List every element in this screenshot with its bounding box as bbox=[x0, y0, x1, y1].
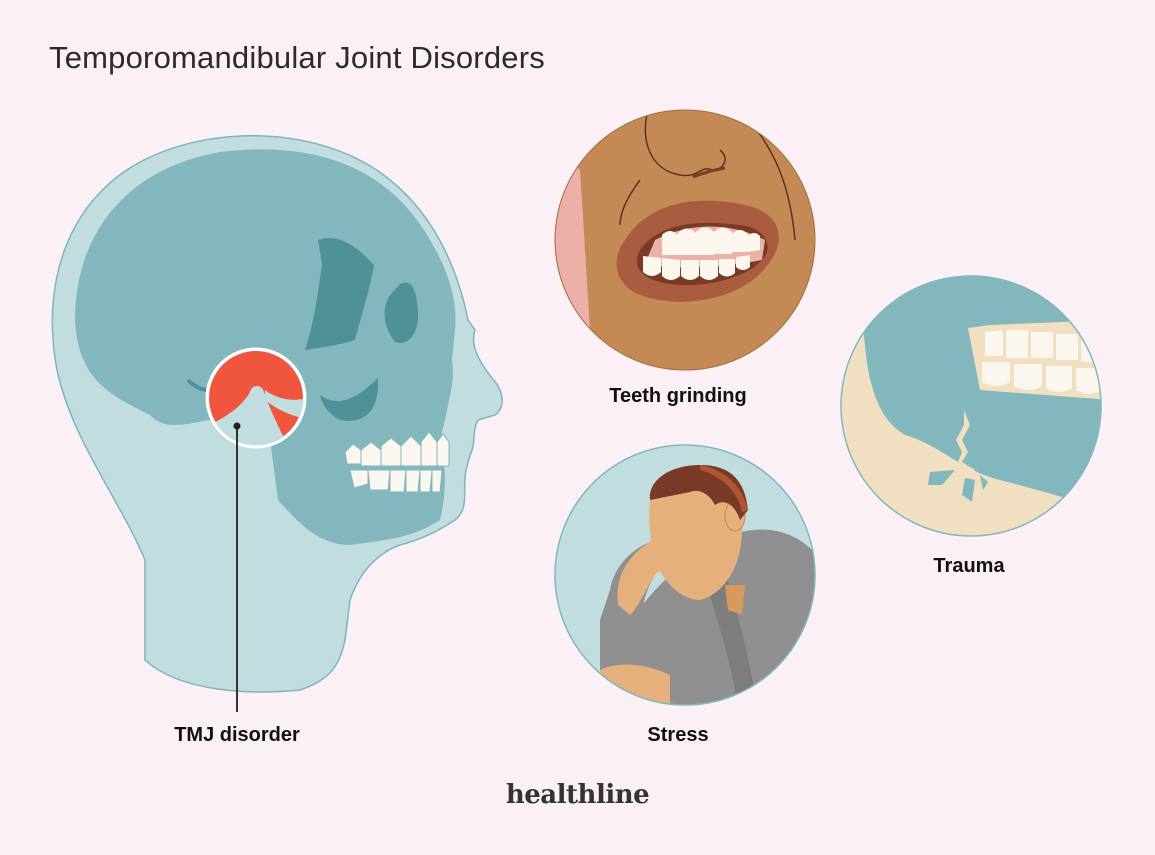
healthline-logo: healthline bbox=[505, 780, 650, 810]
page-title: Temporomandibular Joint Disorders bbox=[49, 40, 545, 75]
clenched-teeth-icon bbox=[554, 109, 816, 371]
pointer-dot bbox=[233, 422, 241, 430]
fractured-jaw-icon bbox=[840, 275, 1102, 537]
stressed-man-icon bbox=[554, 444, 816, 706]
teeth-grinding-label: Teeth grinding bbox=[609, 385, 747, 407]
stress-label: Stress bbox=[647, 724, 709, 746]
skull-head-profile-icon bbox=[51, 134, 503, 712]
tmj-disorder-label: TMJ disorder bbox=[174, 724, 300, 746]
trauma-label: Trauma bbox=[933, 555, 1005, 577]
